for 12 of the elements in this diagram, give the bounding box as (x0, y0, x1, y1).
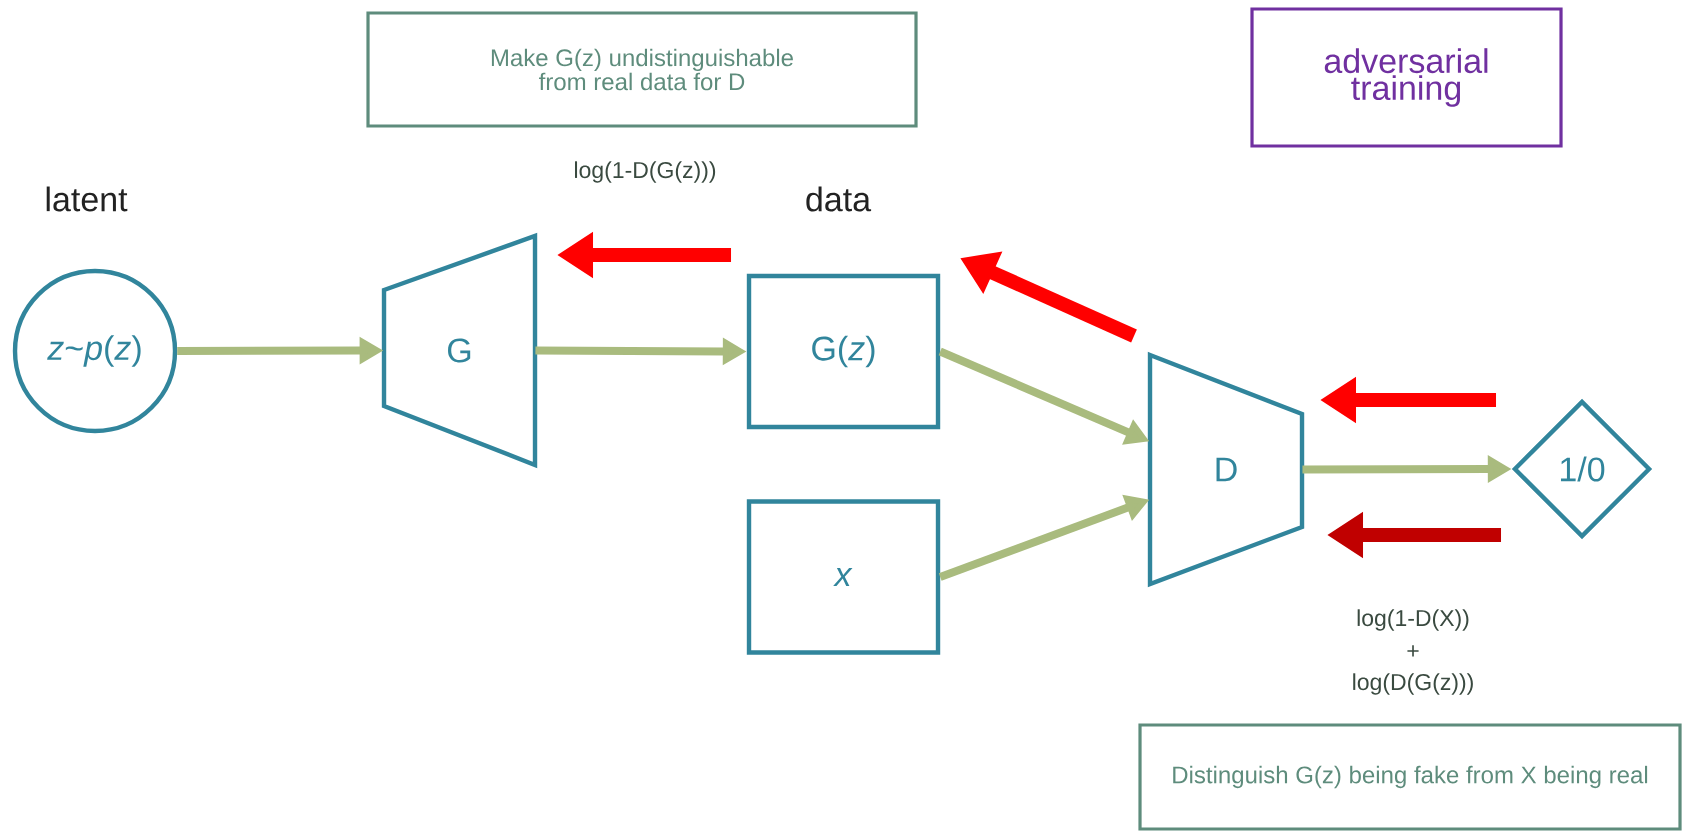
loss-formula: log(1-D(X)) (1357, 609, 1469, 631)
note-box: Make G(z) undistinguishable from real data for D (366, 11, 918, 128)
axis-title: data (806, 186, 872, 212)
title-box: adversarial training (1250, 7, 1563, 148)
data-box: G(z) (746, 273, 941, 430)
generator-trapezoid: G (381, 232, 538, 469)
loss-formula: log(1-D(G(z))) (575, 161, 716, 183)
axis-title: latent (46, 186, 128, 212)
loss-formula: log(D(G(z))) (1353, 673, 1473, 695)
loss-formula: + (1407, 645, 1419, 657)
data-box: x (746, 499, 941, 655)
note-box: Distinguish G(z) being fake from X being real (1138, 723, 1682, 831)
